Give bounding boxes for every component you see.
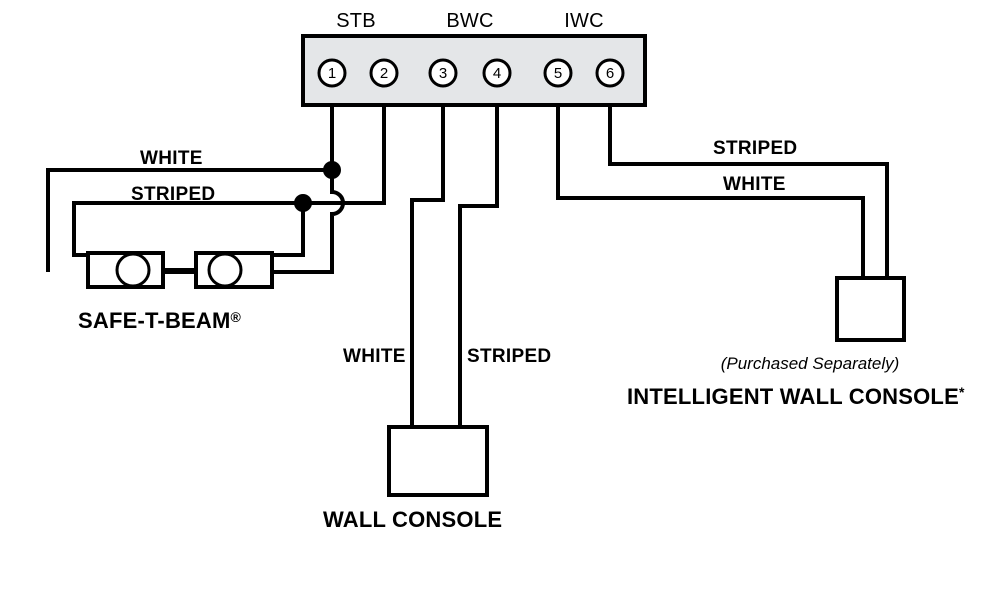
terminal-group-labels: STB BWC IWC: [336, 10, 603, 32]
wire-label-stb-striped: STRIPED: [131, 184, 215, 205]
terminal-number-3: 3: [439, 65, 447, 82]
terminal-number-1: 1: [328, 65, 336, 82]
terminal-block[interactable]: 1 2 3 4 5 6: [301, 34, 647, 107]
terminal-numbers-group: 1 2 3 4 5 6: [328, 65, 614, 82]
wire-label-iwc-striped: STRIPED: [713, 138, 797, 159]
safe-t-beam-wiring-group: [46, 105, 386, 289]
wire-white-stb-bus: [46, 168, 332, 272]
wire-terminal5-to-iwc-white: [556, 105, 865, 281]
terminal-2[interactable]: [369, 58, 399, 88]
stb-sensor-right-lens-icon: [207, 252, 243, 288]
terminal-number-2: 2: [380, 65, 388, 82]
wall-console-wiring-group: [387, 105, 499, 497]
asterisk-footnote-icon: *: [959, 384, 965, 400]
registered-mark-icon: ®: [231, 309, 242, 325]
terminal-1[interactable]: [317, 58, 347, 88]
label-safe-t-beam: SAFE-T-BEAM®: [78, 308, 242, 333]
group-label-stb: STB: [336, 10, 376, 32]
note-purchased-separately: (Purchased Separately): [721, 354, 900, 373]
wire-color-labels: WHITE STRIPED WHITE STRIPED STRIPED WHIT…: [131, 138, 797, 367]
terminal-5[interactable]: [543, 58, 573, 88]
terminal-screws-group: [317, 58, 625, 88]
terminal-number-6: 6: [606, 65, 614, 82]
wire-label-wall-console-white: WHITE: [343, 346, 406, 367]
group-label-iwc: IWC: [564, 10, 603, 32]
terminal-3[interactable]: [428, 58, 458, 88]
label-safe-t-beam-text: SAFE-T-BEAM: [78, 308, 231, 333]
wall-console-body: [387, 425, 489, 497]
wire-striped-stb-bus: [72, 201, 303, 257]
wire-label-stb-white: WHITE: [140, 148, 203, 169]
junction-dot-white-stb: [323, 161, 341, 179]
label-wall-console: WALL CONSOLE: [323, 507, 502, 532]
intelligent-wall-console-wiring-group: [556, 105, 906, 342]
intelligent-wall-console-body: [835, 276, 906, 342]
wire-terminal4-to-wall-console-striped: [458, 105, 499, 430]
terminal-number-4: 4: [493, 65, 501, 82]
label-intelligent-wall-console-text: INTELLIGENT WALL CONSOLE: [627, 384, 959, 409]
stb-sensor-left-lens-icon: [115, 252, 151, 288]
device-name-labels: SAFE-T-BEAM® WALL CONSOLE (Purchased Sep…: [78, 308, 965, 532]
terminal-6[interactable]: [595, 58, 625, 88]
wire-terminal3-to-wall-console-white: [410, 105, 445, 430]
wire-label-wall-console-striped: STRIPED: [467, 346, 551, 367]
label-intelligent-wall-console: INTELLIGENT WALL CONSOLE*: [627, 384, 965, 409]
junction-dots-group: [294, 161, 341, 212]
wire-terminal6-to-iwc-striped: [608, 105, 889, 281]
group-label-bwc: BWC: [446, 10, 493, 32]
terminal-4[interactable]: [482, 58, 512, 88]
junction-dot-striped-stb: [294, 194, 312, 212]
wire-label-iwc-white: WHITE: [723, 174, 786, 195]
terminal-block-housing: [301, 34, 647, 107]
terminal-number-5: 5: [554, 65, 562, 82]
wire-striped-junction-to-right-sensor: [272, 203, 305, 257]
wire-terminal2-to-striped-bus: [303, 105, 386, 205]
